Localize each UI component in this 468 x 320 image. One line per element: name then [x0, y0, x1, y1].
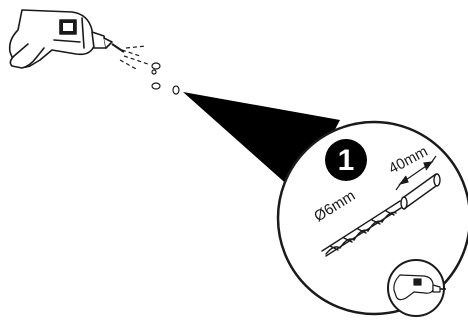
drill-bit-icon	[321, 173, 441, 257]
step-number: 1	[338, 144, 355, 177]
power-drill-icon	[393, 274, 446, 301]
drill-motion-lines	[111, 43, 180, 95]
power-drill-icon	[8, 9, 113, 69]
mini-drill-badge	[387, 259, 446, 317]
depth-dimension	[395, 155, 437, 191]
step-badge: 1	[325, 139, 367, 181]
